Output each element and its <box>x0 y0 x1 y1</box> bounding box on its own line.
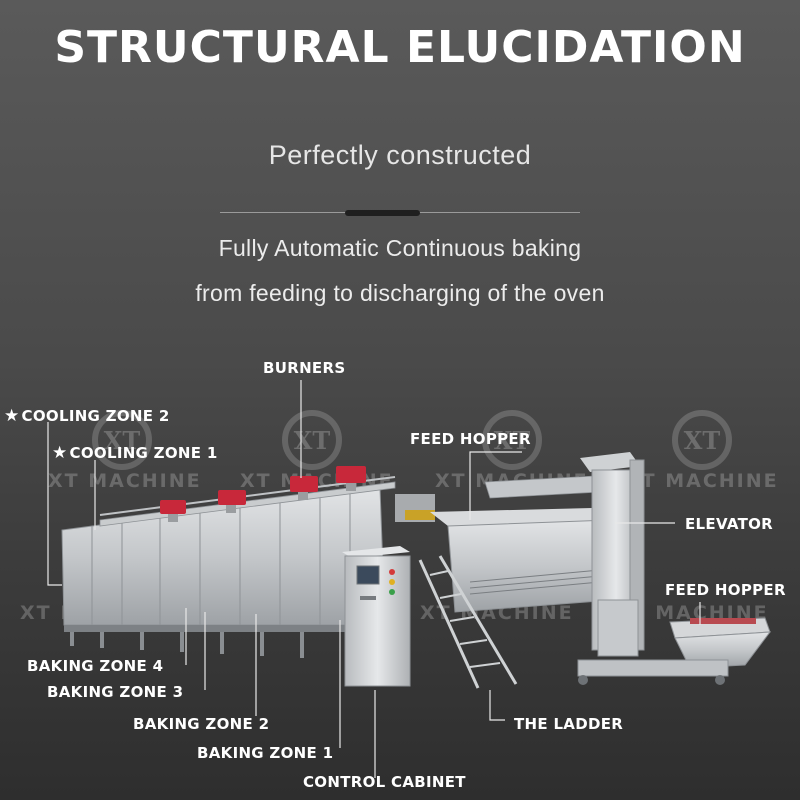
page-subtitle: Perfectly constructed <box>268 140 532 170</box>
conveyor-section <box>430 475 613 613</box>
watermark-logo-icon: XT <box>282 410 342 470</box>
leader-lines <box>47 380 701 778</box>
burner-icon <box>336 466 366 483</box>
watermark-logo-letters: XT <box>683 425 721 455</box>
star-icon: ★ <box>52 443 68 463</box>
watermark-logo-icon: XT <box>92 410 152 470</box>
watermark-logo-icon: XT <box>482 410 542 470</box>
gas-pipe <box>395 494 435 522</box>
watermark-logo-letters: XT <box>293 425 331 455</box>
burner-icon <box>290 476 318 492</box>
description-line-1: Fully Automatic Continuous baking <box>218 235 582 261</box>
label-elevator: ELEVATOR <box>685 515 774 533</box>
label-baking-zone-1: BAKING ZONE 1 <box>197 744 334 762</box>
burner-icon <box>218 490 246 505</box>
label-burners: BURNERS <box>263 359 346 377</box>
feed-hopper-right <box>577 617 772 685</box>
label-baking-zone-3: BAKING ZONE 3 <box>47 683 184 701</box>
watermark-logo-icon: XT <box>672 410 732 470</box>
burners-group <box>160 466 366 522</box>
label-feed-hopper-top: FEED HOPPER <box>410 430 531 448</box>
elevator-tower <box>580 452 645 657</box>
control-cabinet <box>342 546 411 687</box>
label-cooling-zone-2-text: COOLING ZONE 2 <box>21 407 170 425</box>
label-cooling-zone-2: ★COOLING ZONE 2 <box>4 406 170 426</box>
watermark-text: XT MACHINE <box>48 470 202 492</box>
label-the-ladder: THE LADDER <box>514 715 624 733</box>
label-baking-zone-2: BAKING ZONE 2 <box>133 715 270 733</box>
watermark-logo-letters: XT <box>493 425 531 455</box>
description-line-2: from feeding to discharging of the oven <box>195 280 605 306</box>
watermark-text: XT MACHINE <box>625 470 779 492</box>
star-icon: ★ <box>4 406 20 426</box>
label-feed-hopper-right: FEED HOPPER <box>665 581 786 599</box>
page-title: STRUCTURAL ELUCIDATION <box>54 22 746 73</box>
burner-icon <box>160 500 186 514</box>
label-cooling-zone-1-text: COOLING ZONE 1 <box>69 444 218 462</box>
divider-accent <box>345 210 420 216</box>
watermark-logo-letters: XT <box>103 425 141 455</box>
label-baking-zone-4: BAKING ZONE 4 <box>27 657 164 675</box>
ladder <box>418 555 518 689</box>
label-cooling-zone-1: ★COOLING ZONE 1 <box>52 443 218 463</box>
label-control-cabinet: CONTROL CABINET <box>303 773 466 791</box>
